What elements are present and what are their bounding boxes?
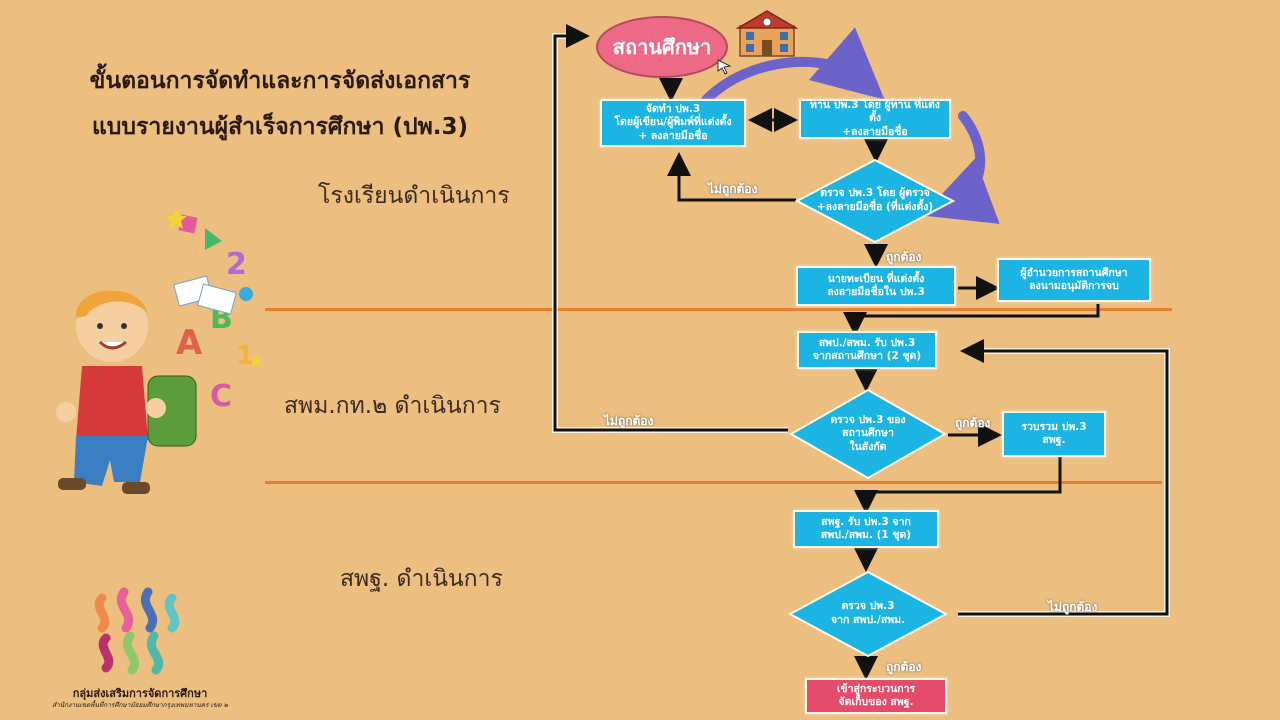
page-title-line2: แบบรายงานผู้สำเร็จการศึกษา (ปพ.3) [91, 114, 469, 140]
svg-text:2: 2 [226, 247, 247, 282]
stage-label-spt: สพฐ. ดำเนินการ [340, 566, 503, 592]
edge-label-incorrect-1: ไม่ถูกต้อง [708, 182, 758, 196]
node-collect-pp3: รวบรวม ปพ.3 สพฐ. [1002, 411, 1106, 457]
decision-check-pp3-school: ตรวจ ปพ.3 โดย ผู้ตรวจ +ลงลายมือชื่อ (ที่… [795, 158, 955, 244]
divider-spm-spt [265, 481, 1162, 484]
stage-label-school: โรงเรียนดำเนินการ [318, 183, 510, 209]
edge-label-correct-2: ถูกต้อง [955, 416, 991, 430]
mouse-cursor-icon [717, 59, 732, 75]
svg-text:A: A [176, 323, 203, 363]
school-building-icon [736, 10, 798, 57]
start-node-school: สถานศึกษา [596, 16, 728, 78]
decision-check-pp3-spm: ตรวจ ปพ.3 ของ สถานศึกษา ในสังกัด [789, 388, 947, 480]
page-title-line1: ขั้นตอนการจัดทำและการจัดส่งเอกสาร [89, 68, 471, 94]
node-review-pp3: ทาน ปพ.3 โดย ผู้ทาน ที่แต่งตั้ง +ลงลายมื… [799, 99, 951, 139]
decision-check-pp3-school-label: ตรวจ ปพ.3 โดย ผู้ตรวจ +ลงลายมือชื่อ (ที่… [816, 187, 934, 213]
decision-check-pp3-spm-label: ตรวจ ปพ.3 ของ สถานศึกษา ในสังกัด [830, 413, 906, 453]
node-spt-receive: สพฐ. รับ ปพ.3 จาก สพป./สพม. (1 ชุด) [793, 510, 939, 548]
edge-label-correct-1: ถูกต้อง [886, 250, 922, 264]
divider-school-spm [265, 308, 1172, 311]
logo-subtitle: สำนักงานเขตพื้นที่การศึกษามัธยมศึกษากรุง… [52, 701, 228, 709]
organization-logo-icon [94, 587, 180, 675]
node-create-pp3: จัดทำ ปพ.3 โดยผู้เขียน/ผู้พิมพ์ที่แต่งตั… [600, 99, 746, 147]
child-student-illustration: 2 B A 1 C [56, 208, 263, 494]
logo-name: กลุ่มส่งเสริมการจัดการศึกษา [72, 687, 208, 700]
node-end-archive: เข้าสู่กระบวนการ จัดเก็บของ สพฐ. [805, 678, 947, 714]
svg-text:1: 1 [236, 341, 254, 371]
edge-label-incorrect-2: ไม่ถูกต้อง [604, 414, 654, 428]
decision-check-pp3-spt-label: ตรวจ ปพ.3 จาก สพป./สพม. [830, 600, 906, 626]
node-director-approve: ผู้อำนวยการสถานศึกษา ลงนามอนุมัติการจบ [997, 258, 1151, 302]
node-registrar-sign: นายทะเบียน ที่แต่งตั้ง ลงลายมือชื่อใน ปพ… [796, 266, 956, 306]
edge-label-incorrect-3: ไม่ถูกต้อง [1048, 600, 1098, 614]
node-spm-receive: สพป./สพม. รับ ปพ.3 จากสถานศึกษา (2 ชุด) [797, 331, 937, 369]
svg-text:C: C [210, 379, 232, 414]
stage-label-spm: สพม.กท.๒ ดำเนินการ [284, 393, 501, 419]
edge-label-correct-3: ถูกต้อง [886, 660, 922, 674]
decision-check-pp3-spt: ตรวจ ปพ.3 จาก สพป./สพม. [788, 570, 948, 658]
